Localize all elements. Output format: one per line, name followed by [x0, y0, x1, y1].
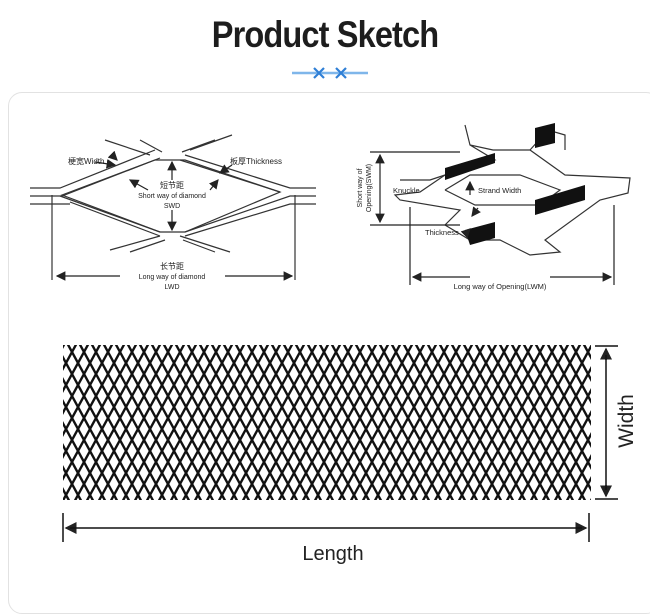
diamond-diagram — [30, 134, 316, 280]
width-label: 梗宽Width — [68, 156, 104, 166]
thickness-label-right: Thickness — [425, 228, 459, 237]
page-title: Product Sketch — [211, 14, 439, 55]
cross-icon — [313, 67, 325, 79]
lwd-cn-label: 长节距 — [160, 261, 184, 271]
strand-width-label: Strand Width — [478, 186, 521, 195]
title-divider-ornament — [292, 67, 368, 79]
swd-cn-label: 短节距 — [160, 180, 184, 190]
width-dimension — [595, 345, 618, 500]
length-dimension — [62, 513, 590, 542]
opening-diagram — [393, 124, 631, 256]
thickness-label: 板厚Thickness — [230, 156, 282, 166]
expanded-metal-mesh — [63, 345, 591, 500]
knuckle-label: Knuckle — [393, 186, 420, 195]
lwd-abbr-label: LWD — [164, 284, 179, 291]
swm-label-line2: Opening(SWM) — [366, 164, 373, 212]
width-dimension-label: Width — [615, 394, 638, 448]
diamond-arrows — [55, 150, 294, 281]
opening-shading — [445, 123, 585, 245]
swd-en-label: Short way of diamond — [138, 193, 206, 200]
cross-icon — [335, 67, 347, 79]
lwm-label: Long way of Opening(LWM) — [454, 282, 547, 291]
length-dimension-label: Length — [302, 543, 363, 565]
opening-arrows — [370, 151, 615, 285]
lwd-en-label: Long way of diamond — [139, 274, 206, 281]
swm-label-line1: Short way of — [357, 168, 364, 207]
sketch-drawings: 梗宽Width 板厚Thickness 短节距 Short way of dia… — [30, 123, 638, 565]
swd-abbr-label: SWD — [164, 203, 180, 210]
